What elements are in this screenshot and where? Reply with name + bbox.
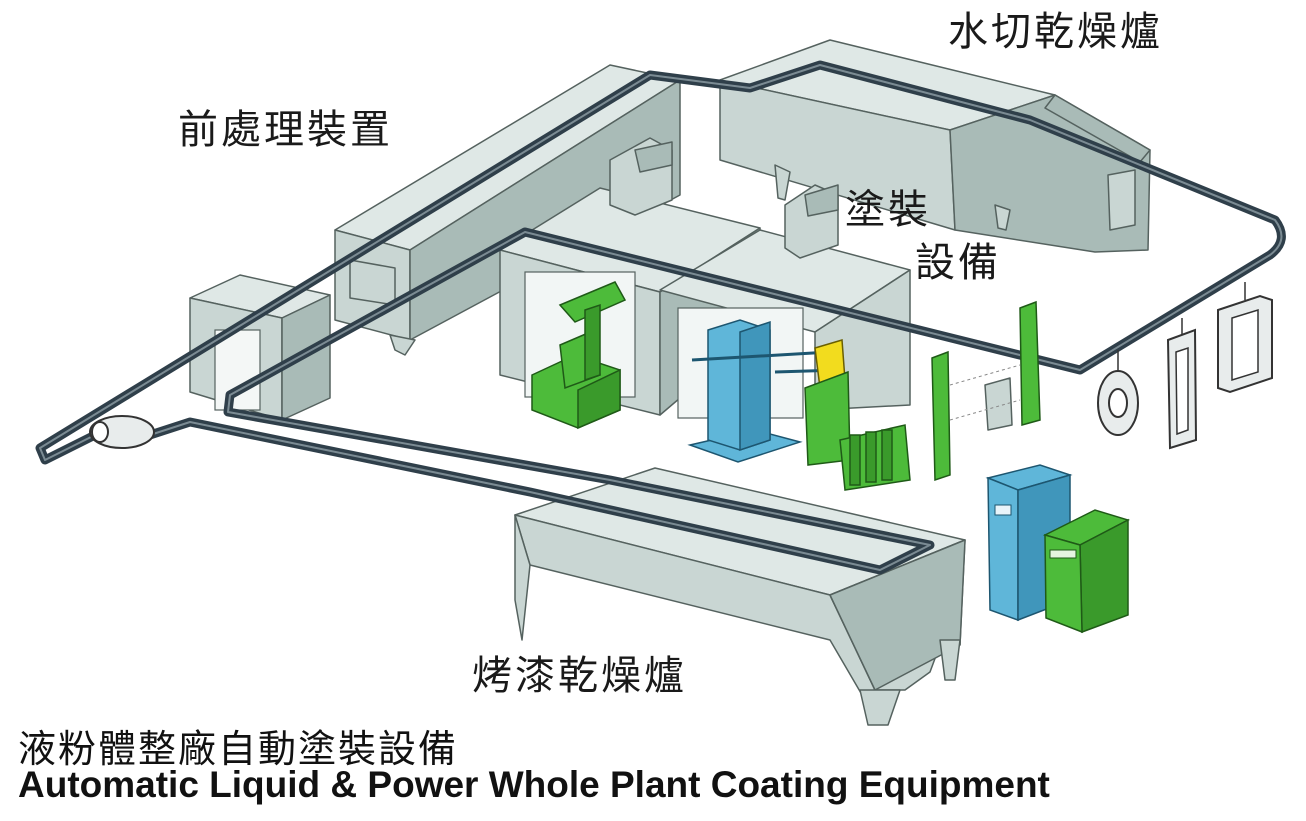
control-panels bbox=[985, 464, 1130, 634]
entry-booth bbox=[189, 274, 331, 421]
coating-equipment-label-line2: 設備 bbox=[915, 240, 1001, 286]
powder-spray-unit bbox=[804, 339, 911, 491]
water-dry-oven-label: 水切乾燥爐 bbox=[948, 9, 1163, 55]
title-english: Automatic Liquid & Power Whole Plant Coa… bbox=[18, 764, 1050, 805]
painting-robot bbox=[531, 281, 627, 430]
conveyor-drive-motor bbox=[89, 415, 155, 449]
overhead-conveyor bbox=[35, 60, 1286, 575]
bake-dry-oven-label: 烤漆乾燥爐 bbox=[472, 653, 687, 699]
sensor-columns bbox=[931, 300, 1041, 482]
title-chinese: 液粉體整廠自動塗裝設備 bbox=[18, 727, 459, 771]
reciprocator bbox=[687, 319, 841, 463]
hanging-workpieces bbox=[1097, 282, 1273, 450]
pretreatment-label: 前處理裝置 bbox=[178, 107, 393, 153]
coating-equipment-label-line1: 塗裝 bbox=[845, 187, 931, 233]
